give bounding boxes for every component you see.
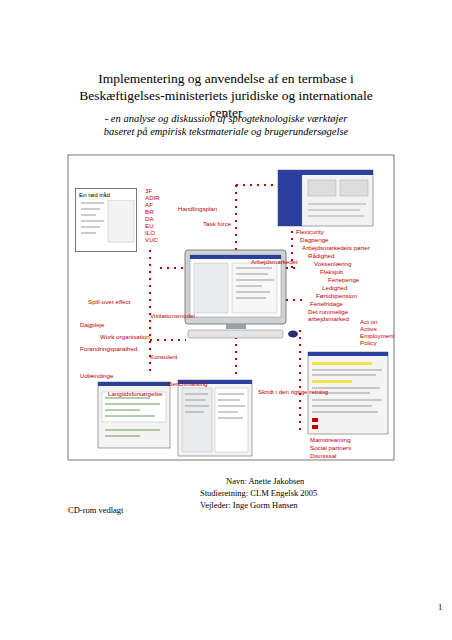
text-line: [81, 215, 96, 216]
keyword-label: VUC: [145, 236, 158, 243]
keyword-label: Arbejdsmarkedet: [251, 258, 298, 265]
marker: [312, 418, 318, 422]
marker: [312, 425, 318, 429]
keyword-label: Ledighed: [322, 284, 347, 291]
cover-info: Studieretning: CLM Engelsk 2005: [200, 488, 317, 498]
keyword-label: BR: [145, 208, 154, 215]
screenshot-box: En rød tråd: [75, 188, 137, 252]
pane: [232, 263, 277, 313]
keyword-label: Dagpleje: [80, 321, 104, 328]
field: [340, 180, 368, 196]
keyboard: [188, 330, 283, 338]
keyword-label: AF: [145, 201, 153, 208]
keyword-label: Dagpenge: [300, 236, 329, 243]
keyword-label: Dismissal: [310, 452, 336, 459]
title-bar: [278, 170, 373, 175]
box-heading: En rød tråd: [76, 189, 136, 200]
keyword-label: Flexicurity: [296, 228, 324, 235]
dotted-line: [150, 339, 186, 341]
keyword-label: Langtidsforsørgelse: [108, 390, 162, 397]
keyword-label: Skridt i den rigtige retning: [258, 388, 328, 395]
keyword-label: Spill-over effect: [88, 298, 131, 305]
keyword-label: Udlændinge: [80, 372, 113, 379]
keyword-label: Social partners: [310, 444, 351, 451]
keyword-label: Fleksjob: [320, 268, 343, 275]
mouse: [288, 331, 298, 338]
illustration-frame: [68, 155, 394, 460]
keyword-label: Det rummelige arbejdsmarked: [308, 308, 360, 322]
text-lines: [308, 204, 366, 216]
keyword-label: Voksenlæring: [314, 260, 352, 267]
pane: [215, 388, 248, 452]
keyword-label: Work organisation: [100, 333, 150, 340]
keyword-label: Konsulent: [150, 353, 178, 360]
keyword-label: Forandringsparathed: [80, 345, 137, 352]
keyword-label: Act on Active Employment Policy: [360, 318, 394, 346]
keyword-label: Førtidspension: [316, 292, 357, 299]
keyword-label: Visitationsmodel: [150, 312, 195, 319]
text-line: [81, 221, 104, 222]
keyword-label: Benchmarking: [168, 380, 208, 387]
text-line: [81, 233, 96, 234]
computer-illustration: [185, 250, 298, 338]
cover-info: Navn: Anette Jakobsen: [226, 476, 304, 486]
keyword-label: EU: [145, 222, 154, 229]
dotted-line: [299, 330, 301, 430]
screenshot-content: [78, 200, 136, 244]
keyword-label: DA: [145, 215, 154, 222]
dotted-line: [236, 184, 276, 186]
text-line: [81, 227, 100, 228]
keyword-label: Feriepenge: [328, 276, 359, 283]
text-line: [81, 203, 104, 204]
keyword-label: Handlingsplan: [178, 205, 217, 212]
pane: [182, 388, 212, 452]
side-pane: [278, 175, 302, 226]
dotted-line: [286, 299, 306, 301]
screenshot-bottom-center: [178, 380, 252, 456]
title-bar: [98, 382, 170, 386]
keyword-label: Feriefridage: [310, 300, 343, 307]
text-lines: [236, 268, 274, 298]
text-lines: [185, 394, 245, 418]
pane: [194, 263, 228, 313]
field: [308, 180, 336, 196]
window: [278, 170, 373, 226]
keyword-label: ADIR: [145, 194, 160, 201]
dotted-line: [160, 267, 186, 269]
highlight: [312, 362, 372, 365]
cover-info: 1: [438, 602, 442, 612]
keyword-label: 3F: [145, 187, 152, 194]
window: [98, 382, 170, 448]
dotted-line: [235, 185, 237, 250]
text-lines: [105, 398, 160, 436]
keyword-label: ILO: [145, 229, 155, 236]
keyword-label: Mainstreaming: [310, 436, 351, 443]
keyword-label: Rådighed: [308, 252, 335, 259]
pane: [108, 200, 134, 242]
title-bar: [308, 352, 388, 356]
window: [178, 380, 252, 456]
subtitle: - en analyse og diskussion af sprogtekno…: [92, 112, 360, 138]
screenshot-bottom-left: [98, 382, 170, 448]
cover-info: CD-rom vedlagt: [68, 505, 123, 515]
keyword-label: Arbejdsmarkedets parter: [302, 244, 370, 251]
cover-info: Vejleder: Inge Gorm Hansen: [200, 500, 297, 510]
screenshot-top-right: [278, 170, 373, 226]
monitor-stand: [226, 324, 246, 329]
text-line: [81, 209, 100, 210]
highlight: [312, 380, 352, 383]
keyword-label: Task force: [203, 220, 231, 227]
